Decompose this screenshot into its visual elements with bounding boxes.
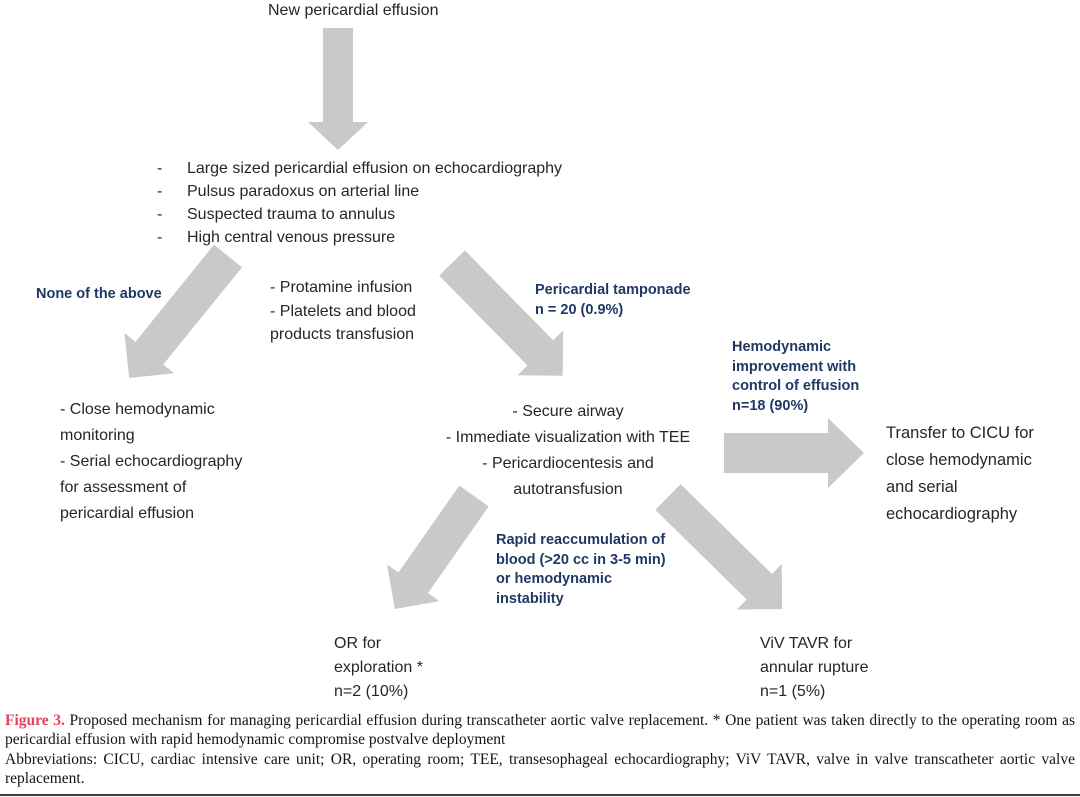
node-transfer-cicu: Transfer to CICU for close hemodynamic a…: [886, 424, 1034, 523]
arrow-down-icon: [308, 28, 368, 150]
criteria-item: - Suspected trauma to annulus: [157, 203, 562, 226]
bullet-dash: -: [157, 206, 163, 223]
node-medical-management: - Protamine infusion - Platelets and blo…: [270, 279, 416, 343]
caption-paragraph: Figure 3. Proposed mechanism for managin…: [5, 711, 1075, 750]
bullet-dash: -: [157, 183, 163, 200]
bottom-rule: [0, 794, 1080, 796]
figure-caption: Figure 3. Proposed mechanism for managin…: [5, 711, 1075, 788]
criteria-text: Large sized pericardial effusion on echo…: [187, 160, 563, 177]
arrow-down-left-or-icon: [386, 485, 489, 610]
criteria-text: Pulsus paradoxus on arterial line: [187, 183, 420, 200]
label-pericardial-tamponade: Pericardial tamponade n = 20 (0.9%): [535, 282, 691, 318]
caption-abbreviations: Abbreviations: CICU, cardiac intensive c…: [5, 750, 1075, 787]
criteria-text: Suspected trauma to annulus: [187, 206, 396, 223]
arrow-down-right-viv-icon: [655, 484, 783, 610]
node-or-exploration: OR for exploration * n=2 (10%): [334, 635, 423, 700]
bullet-dash: -: [157, 229, 163, 246]
node-viv-tavr: ViV TAVR for annular rupture n=1 (5%): [760, 635, 869, 700]
arrow-right-cicu-icon: [724, 418, 864, 488]
criteria-text: High central venous pressure: [187, 229, 396, 246]
label-rapid-reaccumulation: Rapid reaccumulation of blood (>20 cc in…: [496, 532, 666, 607]
node-secure-airway: - Secure airway - Immediate visualizatio…: [445, 403, 691, 498]
label-none-of-the-above: None of the above: [36, 286, 162, 302]
node-close-monitoring: - Close hemodynamic monitoring - Serial …: [60, 401, 243, 522]
figure-label: Figure 3.: [5, 712, 65, 729]
arrow-down-right-tamponade-icon: [439, 250, 564, 376]
label-hemodynamic-improvement: Hemodynamic improvement with control of …: [732, 339, 860, 414]
criteria-item: - Large sized pericardial effusion on ec…: [157, 157, 562, 180]
criteria-item: - High central venous pressure: [157, 226, 562, 249]
arrow-down-left-none-icon: [124, 244, 242, 379]
node-new-pericardial-effusion: New pericardial effusion: [268, 2, 439, 19]
criteria-list: - Large sized pericardial effusion on ec…: [157, 157, 562, 249]
caption-text: Proposed mechanism for managing pericard…: [5, 712, 1076, 749]
bullet-dash: -: [157, 160, 163, 177]
criteria-item: - Pulsus paradoxus on arterial line: [157, 180, 562, 203]
